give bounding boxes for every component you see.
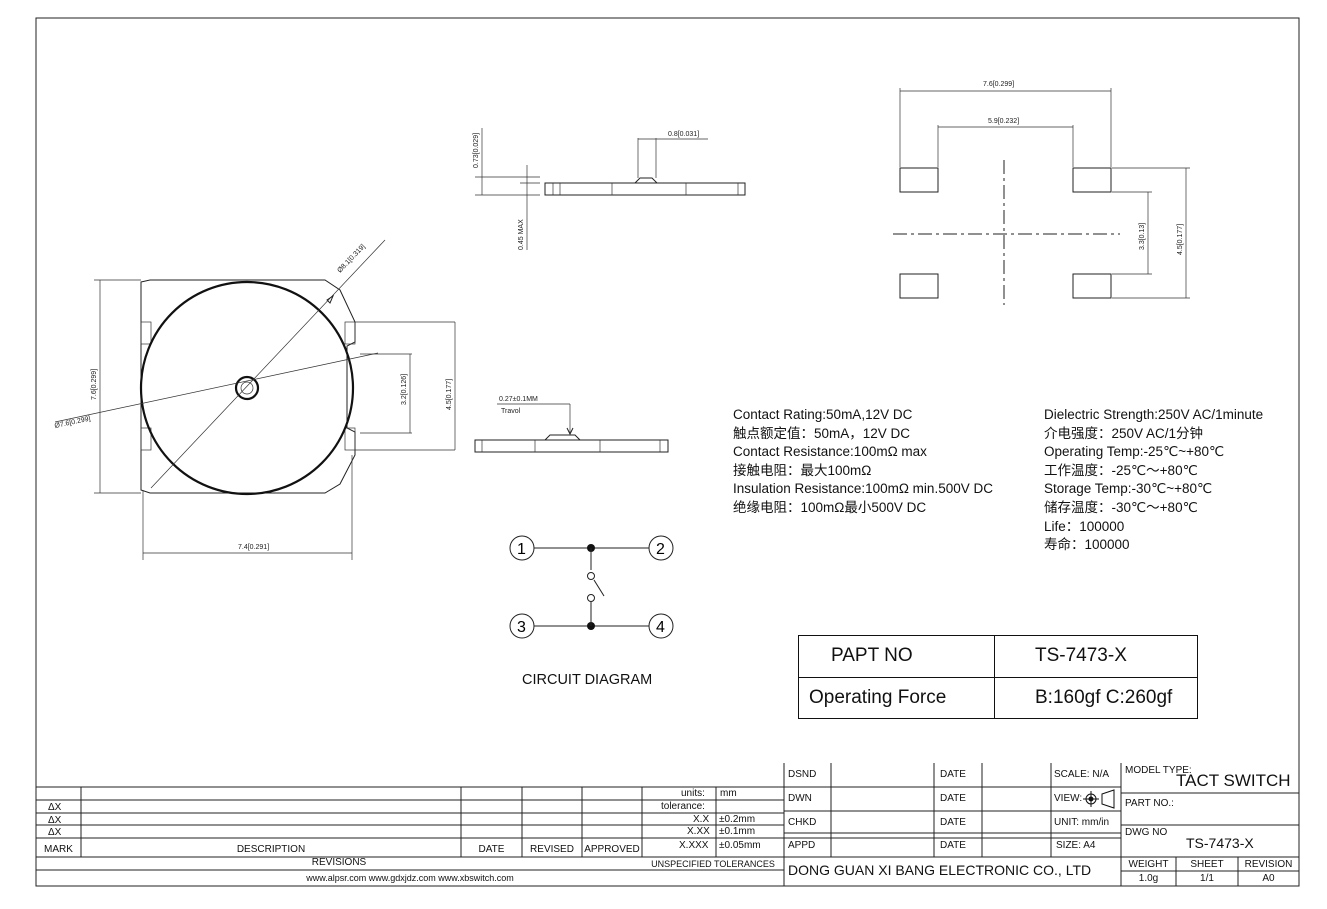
revision-value: A0	[1262, 873, 1275, 884]
spec-line: Operating Temp:-25℃~+80℃	[1044, 444, 1225, 460]
spec-line: 储存温度：-30℃～+80℃	[1044, 499, 1198, 515]
side-view-top: 0.8[0.031] 0.73[0.029] 0.45 MAX	[473, 128, 746, 250]
revised-header: REVISED	[530, 844, 574, 855]
pin-4: 4	[656, 619, 665, 636]
circuit-diagram-title: CIRCUIT DIAGRAM	[522, 672, 653, 688]
tol-val-3: ±0.05mm	[719, 840, 761, 851]
date-chkd: DATE	[940, 817, 966, 828]
websites: www.alpsr.com www.gdxjdz.com www.xbswitc…	[306, 873, 514, 883]
date-dsnd: DATE	[940, 769, 966, 780]
tol-key-3: X.XXX	[679, 840, 709, 851]
dim-dia-76: Ø7.6[0.299]	[54, 415, 91, 429]
view-label: VIEW:	[1054, 793, 1083, 804]
company-name: DONG GUAN XI BANG ELECTRONIC CO., LTD	[788, 862, 1092, 878]
circuit-diagram: 1 2 3 4	[509, 535, 674, 639]
tol-key-2: X.XX	[687, 826, 710, 837]
model-type-value: TACT SWITCH	[1176, 771, 1291, 790]
dim-h-45: 4.5[0.177]	[446, 379, 453, 410]
tol-key-1: X.X	[693, 814, 710, 825]
unspecified-tolerances: UNSPECIFIED TOLERANCES	[651, 859, 775, 869]
dwg-no-label: DWG NO	[1125, 827, 1168, 838]
mark-header: MARK	[44, 844, 73, 855]
dim-w-74: 7.4[0.291]	[238, 544, 269, 551]
pcb-footprint: 7.6[0.299] 5.9[0.232] 3.3[0.13] 4.5[0.17…	[893, 81, 1190, 305]
spec-line: 接触电阻：最大100mΩ	[733, 462, 872, 478]
pin-1: 1	[517, 541, 526, 558]
scale-label: SCALE: N/A	[1054, 769, 1110, 780]
title-block: ΔX ΔX ΔX MARK DESCRIPTION DATE REVISED A…	[36, 763, 1299, 886]
side-view-travel: 0.27±0.1MM Travol	[474, 396, 669, 453]
units-value: mm	[720, 788, 737, 799]
spec-line: Contact Rating:50mA,12V DC	[733, 407, 913, 422]
spec-line: 工作温度：-25℃～+80℃	[1044, 462, 1198, 478]
dim-fp-76: 7.6[0.299]	[983, 81, 1014, 88]
dim-h-76: 7.6[0.299]	[91, 369, 98, 400]
spec-line: Insulation Resistance:100mΩ min.500V DC	[733, 481, 993, 497]
dim-h-32: 3.2[0.126]	[401, 374, 408, 405]
dim-dia-81: Ø8.1[0.319]	[336, 243, 366, 274]
dim-top-height: 0.73[0.029]	[473, 133, 480, 168]
operating-force-label: Operating Force	[798, 676, 995, 719]
dim-fp-45: 4.5[0.177]	[1177, 224, 1184, 255]
role-appd: APPD	[788, 840, 816, 851]
revision-label: REVISION	[1244, 859, 1293, 870]
tolerance-label: tolerance:	[661, 801, 705, 812]
tol-val-2: ±0.1mm	[719, 826, 756, 837]
revisions-label: REVISIONS	[311, 857, 367, 868]
spec-line: Contact Resistance:100mΩ max	[733, 444, 927, 460]
spec-line: Life：100000	[1044, 518, 1125, 534]
spec-line: Dielectric Strength:250V AC/1minute	[1044, 407, 1264, 422]
pin-3: 3	[517, 619, 526, 636]
spec-line: 触点额定值：50mA，12V DC	[733, 425, 911, 441]
role-dsnd: DSND	[788, 769, 817, 780]
pin-2: 2	[656, 541, 665, 558]
units-label: units:	[681, 788, 705, 799]
specs-left: Contact Rating:50mA,12V DC 触点额定值：50mA，12…	[733, 406, 993, 518]
part-no-field-label: PART NO.:	[1125, 798, 1174, 809]
spec-line: 绝缘电阻：100mΩ最小500V DC	[733, 499, 927, 515]
weight-label: WEIGHT	[1128, 859, 1169, 870]
dim-side-max: 0.45 MAX	[518, 219, 525, 250]
specs-right: Dielectric Strength:250V AC/1minute 介电强度…	[1044, 406, 1263, 555]
model-type-label: MODEL TYPE:	[1125, 765, 1192, 776]
dim-fp-59: 5.9[0.232]	[988, 118, 1019, 125]
spec-line: 寿命：100000	[1044, 537, 1130, 553]
dim-travel: 0.27±0.1MM	[499, 396, 538, 403]
size-label: SIZE: A4	[1056, 840, 1096, 851]
date-dwn: DATE	[940, 793, 966, 804]
part-no-value: TS-7473-X	[994, 635, 1198, 678]
part-number-table: PAPT NO TS-7473-X Operating Force B:160g…	[798, 635, 1198, 719]
unit-label: UNIT: mm/in	[1054, 817, 1109, 828]
sheet-border	[35, 17, 1300, 887]
description-header: DESCRIPTION	[236, 844, 306, 855]
spec-line: Storage Temp:-30℃~+80℃	[1044, 481, 1213, 497]
mark-delta-2: ΔX	[48, 815, 62, 826]
title-block-grid	[36, 763, 1299, 886]
dwg-no-value: TS-7473-X	[1186, 835, 1254, 851]
date-header: DATE	[478, 844, 505, 855]
sheet-value: 1/1	[1200, 873, 1214, 884]
projection-view-icon	[1083, 789, 1115, 809]
approved-header: APPROVED	[584, 844, 640, 855]
weight-value: 1.0g	[1138, 873, 1159, 884]
tol-val-1: ±0.2mm	[719, 814, 756, 825]
spec-line: 介电强度：250V AC/1分钟	[1044, 425, 1204, 441]
part-no-label: PAPT NO	[798, 635, 995, 678]
date-appd: DATE	[940, 840, 966, 851]
mark-delta-1: ΔX	[48, 802, 62, 813]
mark-delta-3: ΔX	[48, 827, 62, 838]
front-view: Ø8.1[0.319] Ø7.6[0.299] 7.6[0.299] 4.5[0…	[54, 239, 456, 560]
dim-fp-33: 3.3[0.13]	[1139, 223, 1146, 250]
dim-travel-label: Travol	[501, 408, 521, 415]
dim-top-width: 0.8[0.031]	[668, 131, 699, 138]
operating-force-value: B:160gf C:260gf	[994, 676, 1198, 719]
sheet-label: SHEET	[1190, 859, 1224, 870]
role-dwn: DWN	[788, 793, 812, 804]
role-chkd: CHKD	[788, 817, 817, 828]
